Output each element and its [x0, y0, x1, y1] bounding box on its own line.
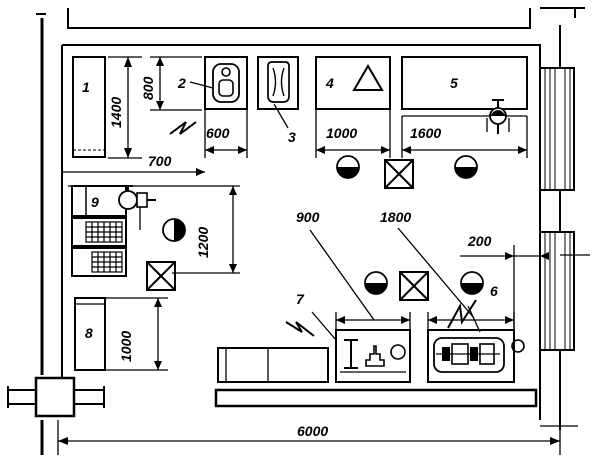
window-upper: [539, 67, 575, 191]
window-lower: [539, 231, 575, 351]
label-8: 8: [85, 325, 93, 341]
electric-panel-icon: [71, 247, 127, 277]
dim-1000-left-line: [106, 297, 168, 371]
dim-800-line: [150, 56, 202, 111]
dim-700-line: [62, 168, 240, 187]
dim-1000-top-text: 1000: [326, 125, 357, 141]
label-4: 4: [325, 75, 334, 91]
label-9: 9: [91, 194, 99, 210]
lamp-icon: [336, 155, 360, 179]
equipment-2: [204, 56, 248, 110]
dim-1600-text: 1600: [410, 125, 441, 141]
leader-3: [273, 103, 289, 129]
equipment-3: [257, 56, 299, 110]
dim-600-text: 600: [206, 125, 230, 141]
pipe-entry: [7, 376, 105, 418]
dim-1000-left-text: 1000: [118, 331, 134, 362]
dim-1000-top-line: [315, 110, 391, 158]
label-6: 6: [490, 283, 498, 299]
label-1: 1: [82, 79, 90, 95]
junction-box-icon: [146, 261, 176, 291]
room-top-wall: [62, 44, 541, 68]
dim-1800-text: 1800: [380, 209, 411, 225]
valve-icon: [486, 99, 510, 134]
top-wall-strip: [67, 8, 531, 29]
label-2: 2: [177, 75, 186, 91]
junction-box-icon: [399, 271, 429, 301]
dim-1200-line: [172, 186, 240, 274]
leader-7: [311, 311, 337, 341]
dim-200-text: 200: [467, 233, 492, 249]
dim-900-line: [309, 229, 411, 330]
label-7: 7: [296, 291, 305, 307]
equipment-5: [401, 56, 528, 117]
lamp-icon: [364, 271, 388, 295]
equipment-8: [74, 297, 106, 371]
power-symbol-icon: [285, 321, 315, 337]
equipment-6: [427, 329, 525, 383]
workbench: [217, 347, 329, 383]
pump-icon: [118, 185, 156, 230]
dim-6000-line: [57, 420, 561, 455]
equipment-1: [72, 56, 106, 158]
dim-800-text: 800: [140, 76, 156, 100]
dim-700-text: 700: [148, 153, 172, 169]
leader-2: [189, 81, 214, 89]
power-symbol-icon: [169, 121, 197, 135]
lamp-icon: [460, 271, 484, 295]
equipment-7: [335, 329, 411, 383]
junction-box-icon: [384, 159, 414, 189]
label-3: 3: [288, 129, 296, 145]
dim-900-text: 900: [296, 209, 320, 225]
electric-panel-icon: [71, 217, 127, 247]
equipment-4: [315, 56, 391, 110]
dim-1400-line: [108, 56, 142, 159]
lamp-icon: [162, 218, 186, 242]
dim-600-line: [204, 110, 248, 158]
lamp-icon: [454, 155, 478, 179]
dim-1200-text: 1200: [195, 227, 211, 258]
equipment-9: [71, 185, 127, 217]
label-5: 5: [450, 75, 458, 91]
bottom-wall: [214, 388, 538, 408]
power-symbol-icon: [447, 299, 477, 329]
dim-6000-text: 6000: [297, 423, 328, 439]
dim-1600-line: [401, 116, 528, 158]
dim-1400-text: 1400: [108, 97, 124, 128]
dim-200-line: [460, 245, 549, 330]
